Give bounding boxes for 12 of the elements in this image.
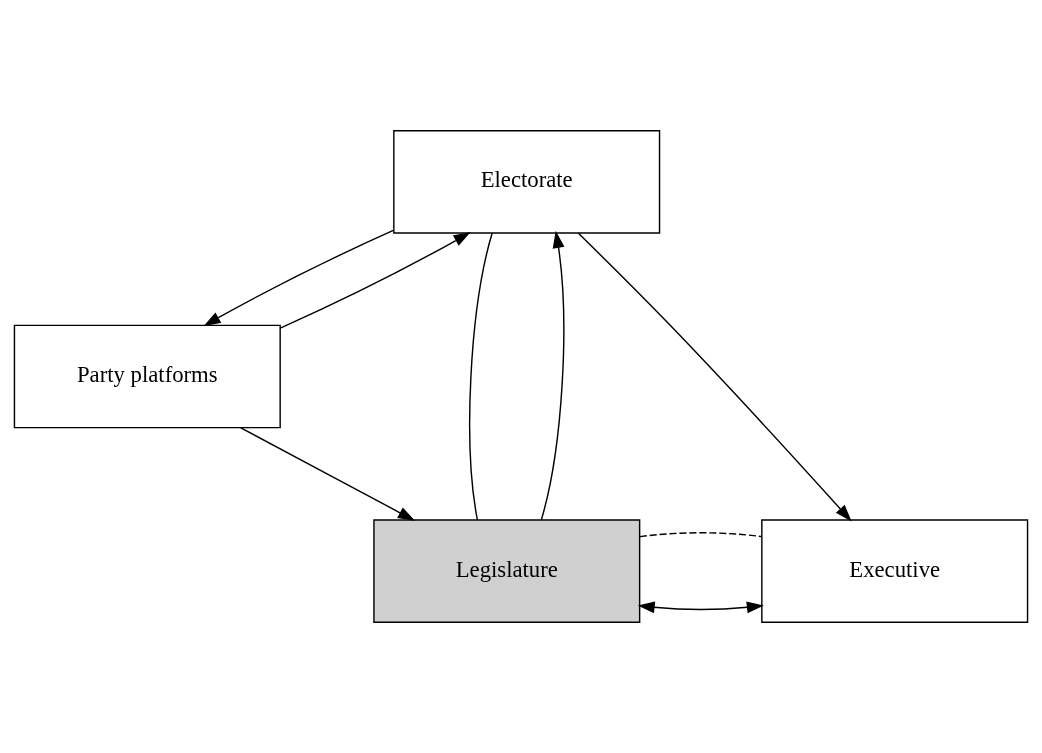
node-box: Legislature (373, 519, 641, 624)
arrow (577, 232, 852, 522)
connector (469, 232, 493, 521)
node-box: Party platforms (13, 324, 281, 429)
arrow (540, 230, 565, 521)
arrow (240, 427, 415, 521)
arrow (637, 601, 764, 614)
node-box: Electorate (393, 129, 661, 234)
node-box: Executive (761, 519, 1029, 624)
connector (639, 532, 763, 538)
arrow (203, 229, 394, 327)
arrow (279, 232, 471, 329)
